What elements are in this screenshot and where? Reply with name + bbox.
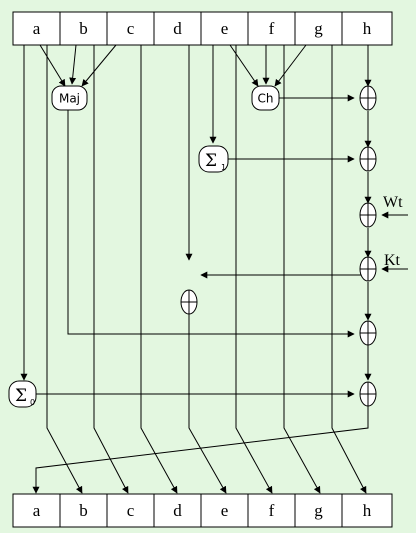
wire-a-to-b xyxy=(46,45,83,494)
adder-2-plus-icon xyxy=(360,147,376,171)
top-label-b: b xyxy=(79,19,88,38)
bottom-label-f: f xyxy=(269,501,275,520)
bottom-label-b: b xyxy=(79,501,88,520)
kt-label: Kt xyxy=(384,252,401,269)
adder-1-plus-icon xyxy=(360,86,376,110)
top-label-f: f xyxy=(269,19,275,38)
sigma0-symbol: Σ xyxy=(15,386,27,406)
bottom-label-e: e xyxy=(221,501,229,520)
bottom-cell-b xyxy=(59,493,108,528)
top-label-h: h xyxy=(363,19,372,38)
sigma1-function: Σ 1 xyxy=(198,145,229,173)
top-label-g: g xyxy=(314,19,323,38)
top-label-e: e xyxy=(221,19,229,38)
top-cell-c xyxy=(106,11,155,46)
wire-a-to-maj xyxy=(39,44,66,87)
bottom-register: a b c d e f g h xyxy=(12,493,393,528)
adder-4-plus-icon xyxy=(360,257,376,281)
wire-g-to-h xyxy=(331,45,367,494)
bottom-cell-h xyxy=(341,493,393,528)
wire-c-to-maj xyxy=(81,44,117,87)
bottom-label-d: d xyxy=(173,501,182,520)
top-cell-f xyxy=(247,11,296,46)
bottom-label-a: a xyxy=(33,501,41,520)
wire-e-to-ch xyxy=(229,44,259,87)
sigma0-box xyxy=(8,380,37,408)
bottom-label-h: h xyxy=(363,501,372,520)
adder-d xyxy=(180,289,198,315)
top-cell-g xyxy=(294,11,343,46)
bottom-cell-a xyxy=(12,493,61,528)
adder-3-plus-icon xyxy=(360,203,376,227)
adder-2 xyxy=(359,146,377,172)
wire-c-to-d xyxy=(140,45,178,494)
wt-label: Wt xyxy=(383,194,403,211)
wire-g-to-ch xyxy=(274,44,307,87)
top-label-a: a xyxy=(33,19,41,38)
top-cell-h xyxy=(341,11,393,46)
adders xyxy=(180,85,377,407)
ch-box xyxy=(251,85,280,111)
sigma1-box xyxy=(198,145,229,173)
top-label-d: d xyxy=(173,19,182,38)
ch-label: Ch xyxy=(258,92,274,106)
sigma0-subscript: 0 xyxy=(30,398,35,407)
bottom-cell-g xyxy=(294,493,343,528)
adder-3 xyxy=(359,202,377,228)
top-cell-a xyxy=(12,11,61,46)
bottom-label-c: c xyxy=(127,501,135,520)
wire-maj-to-adder5 xyxy=(67,110,355,338)
adder-5 xyxy=(359,320,377,346)
sigma1-subscript: 1 xyxy=(221,163,226,172)
wire-f-to-g xyxy=(283,45,321,494)
maj-box xyxy=(51,85,88,111)
wire-e-to-f xyxy=(235,45,273,494)
sigma0-function: Σ 0 xyxy=(8,380,37,408)
bottom-label-g: g xyxy=(314,501,323,520)
sigma1-symbol: Σ xyxy=(205,151,217,171)
maj-label: Maj xyxy=(59,92,80,106)
wires xyxy=(20,44,408,494)
adder-6 xyxy=(359,381,377,407)
adder-4 xyxy=(359,256,377,282)
top-label-c: c xyxy=(127,19,135,38)
adder-1 xyxy=(359,85,377,111)
wire-adder6-to-a xyxy=(32,406,369,494)
top-register: a b c d e f g h xyxy=(12,11,393,46)
wire-d-adder-to-e xyxy=(188,314,227,494)
adder-d-plus-icon xyxy=(181,290,197,314)
wire-b-to-c xyxy=(93,45,129,494)
bottom-cell-c xyxy=(106,493,155,528)
wire-b-to-maj xyxy=(69,44,77,85)
adder-5-plus-icon xyxy=(360,321,376,345)
maj-function: Maj xyxy=(51,85,88,111)
ch-function: Ch xyxy=(251,85,280,111)
adder-6-plus-icon xyxy=(360,382,376,406)
